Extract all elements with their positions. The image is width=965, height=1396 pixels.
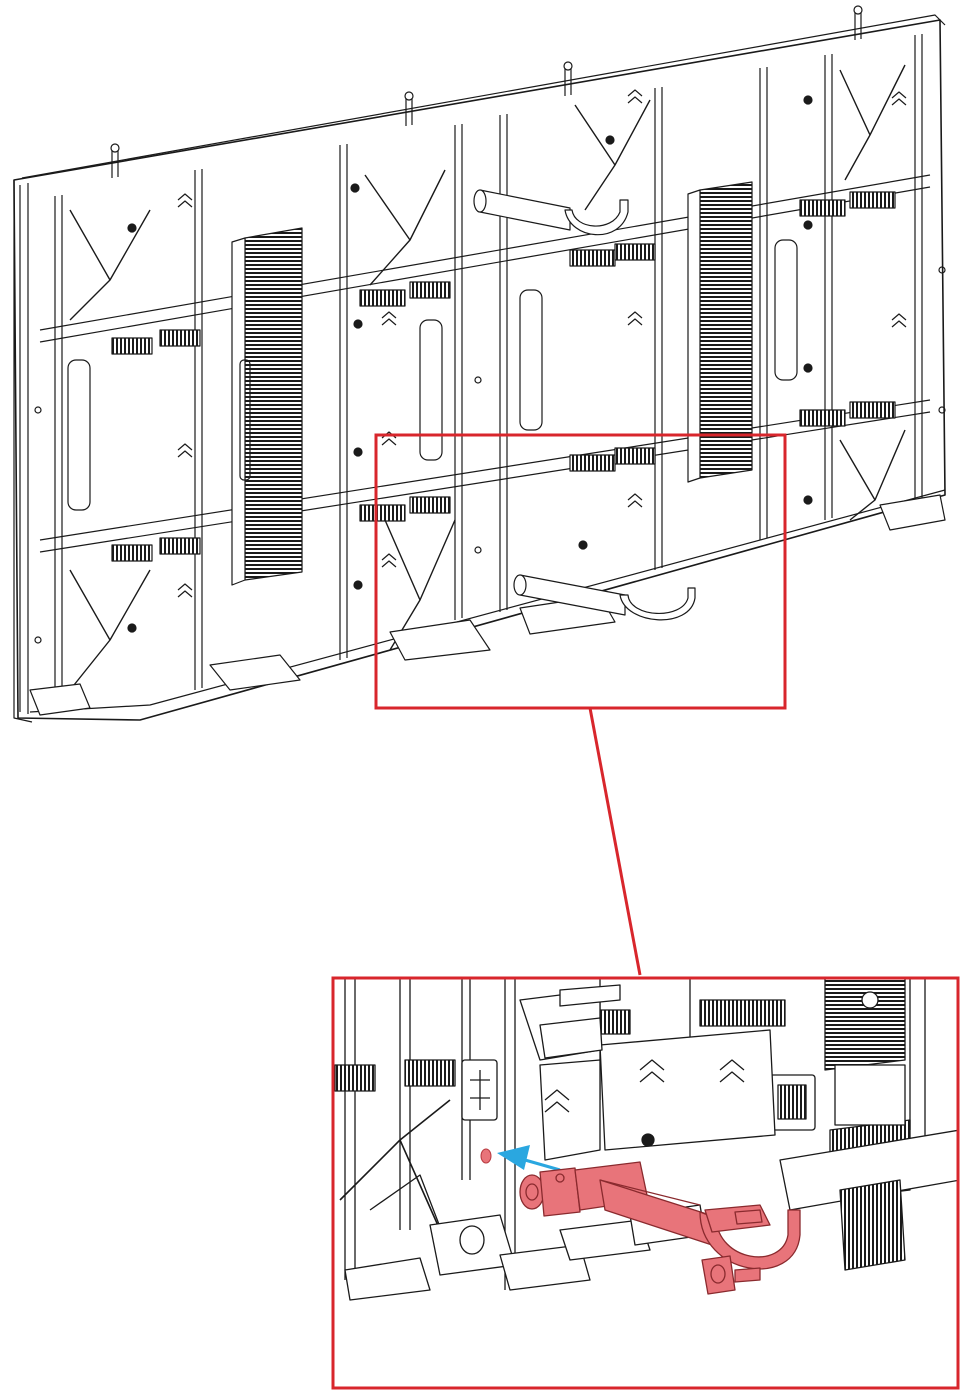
mounted-connecting-bar	[473, 189, 629, 236]
power-supply-units	[231, 181, 753, 586]
mounted-clamp-main	[513, 574, 696, 621]
connector-bars	[111, 191, 896, 562]
bottom-latches	[29, 494, 946, 716]
locating-pins	[127, 95, 813, 633]
locating-hole-marker	[480, 1148, 492, 1164]
connecting-bar-with-clamp	[519, 1161, 801, 1295]
connecting-bar-installation-detail	[331, 976, 960, 1390]
chevron-markings	[177, 89, 907, 598]
led-cabinet-rear-assembly	[13, 5, 946, 723]
callout-leader-line	[588, 707, 642, 976]
callout-source-box	[374, 433, 787, 710]
panel-grips	[67, 239, 798, 511]
cross-braces	[69, 64, 906, 691]
rail-holes	[34, 266, 946, 644]
top-posts	[110, 5, 863, 178]
detail-view-frame	[331, 976, 960, 1390]
module-frames	[54, 34, 923, 700]
insert-direction-arrow-icon	[497, 1145, 561, 1172]
horizontal-rails	[39, 174, 931, 553]
callout-indicator	[374, 433, 787, 976]
